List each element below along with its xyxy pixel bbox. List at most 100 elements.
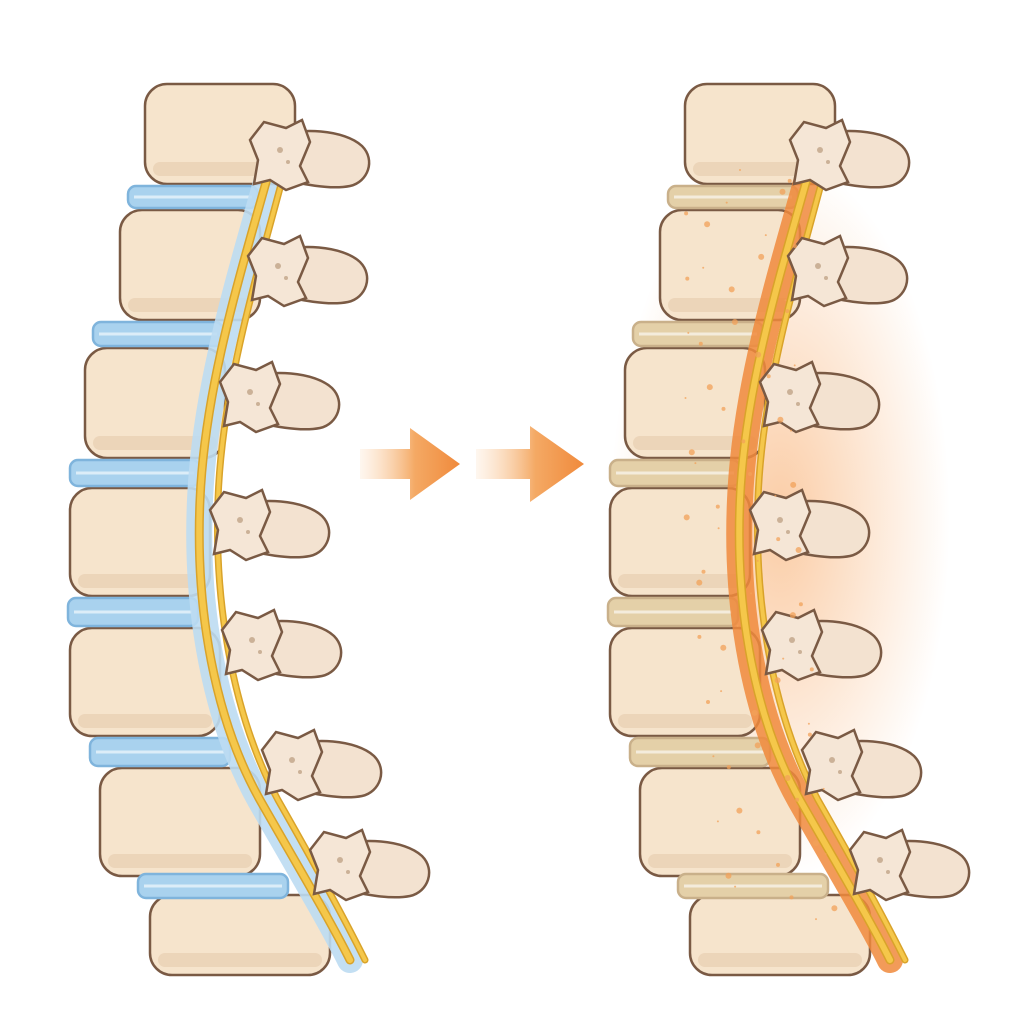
inflammation-speckle — [726, 765, 731, 770]
inflammation-speckle — [717, 527, 720, 530]
inflammation-speckle — [790, 481, 797, 488]
bone-pore — [886, 870, 890, 874]
facet-joint — [748, 488, 812, 562]
vertebra-shadow — [153, 162, 287, 176]
inflammation-speckle — [822, 787, 825, 790]
inflammation-speckle — [748, 472, 753, 476]
inflammation-speckle — [766, 374, 771, 379]
facet-joint — [758, 360, 822, 434]
inflammation-speckle — [774, 494, 777, 497]
bone-pore — [838, 770, 842, 774]
inflammation-speckle — [731, 319, 738, 325]
facet-joint — [260, 728, 324, 802]
vertebra-shadow — [108, 854, 252, 868]
inflammation-speckle — [795, 797, 800, 802]
inflammation-speckle — [701, 569, 706, 574]
vertebra-shadow — [78, 574, 202, 588]
inflammation-speckle — [831, 905, 838, 912]
spinous-process — [788, 118, 911, 192]
spinous-process — [260, 728, 383, 802]
inflamed-spine — [606, 82, 971, 977]
vertebra-shadow — [648, 854, 792, 868]
vertebra-shadow — [618, 574, 742, 588]
inflammation-speckle — [812, 840, 819, 847]
inflammation-speckle — [764, 234, 767, 237]
bone-pore — [796, 402, 800, 406]
spinous-process — [218, 360, 341, 434]
spinous-process — [848, 828, 971, 902]
bone-pore — [256, 402, 260, 406]
inflammation-speckle — [716, 820, 719, 823]
inflammation-speckle — [793, 364, 796, 367]
spinous-process — [786, 234, 909, 308]
bone-pore — [815, 263, 821, 269]
bone-pore — [275, 263, 281, 269]
bone-pore — [337, 857, 343, 863]
inflammation-speckle — [784, 299, 787, 302]
inflammation-speckle — [774, 677, 781, 684]
inflammation-speckle — [734, 885, 737, 888]
inflammation-speckle — [706, 700, 710, 704]
bone-pore — [787, 389, 793, 395]
bone-pore — [798, 650, 802, 654]
inflammation-speckle — [784, 775, 791, 781]
inflammation-speckle — [756, 559, 759, 562]
inflammation-speckle — [751, 709, 758, 716]
facet-joint — [218, 360, 282, 434]
inflammation-speckle — [789, 612, 796, 619]
inflammation-speckle — [694, 462, 697, 465]
bone-pore — [777, 517, 783, 523]
inflammation-speckle — [702, 266, 705, 269]
spinous-process — [800, 728, 923, 802]
inflammation-speckle — [736, 807, 743, 814]
spinous-process — [208, 488, 331, 562]
inflammation-speckle — [779, 188, 786, 195]
bone-pore — [258, 650, 262, 654]
inflammation-speckle — [789, 895, 794, 900]
vertebra-shadow — [633, 436, 757, 450]
bone-pore — [786, 530, 790, 534]
facet-joint — [800, 728, 864, 802]
facet-joint — [788, 118, 852, 192]
inflammation-speckle — [720, 644, 727, 651]
spinous-process — [308, 828, 431, 902]
inflammation-speckle — [758, 253, 765, 260]
inflammation-speckle — [721, 406, 726, 411]
vertebra-shadow — [93, 436, 217, 450]
bone-pore — [249, 637, 255, 643]
inflammation-speckle — [704, 221, 711, 228]
spinous-process — [760, 608, 883, 682]
spinous-process — [758, 360, 881, 434]
inflammation-speckle — [683, 514, 690, 521]
progression-arrows — [360, 426, 584, 502]
inflammation-speckle — [684, 397, 687, 399]
inflammation-speckle — [756, 830, 761, 835]
vertebra-shadow — [698, 953, 862, 967]
facet-joint — [308, 828, 372, 902]
bone-pore — [286, 160, 290, 164]
arrow-icon — [360, 428, 460, 500]
facet-joint — [248, 118, 312, 192]
inflammation-speckle — [715, 504, 720, 509]
vertebra-shadow — [78, 714, 212, 728]
bone-pore — [298, 770, 302, 774]
spinous-process — [246, 234, 369, 308]
bone-pore — [346, 870, 350, 874]
inflammation-speckle — [741, 439, 746, 444]
facet-joint — [208, 488, 272, 562]
bone-pore — [829, 757, 835, 763]
bone-pore — [247, 389, 253, 395]
inflammation-speckle — [725, 872, 732, 879]
bone-pore — [877, 857, 883, 863]
spinous-process — [248, 118, 371, 192]
bone-pore — [789, 637, 795, 643]
inflammation-speckle — [706, 384, 713, 391]
spinous-process — [748, 488, 871, 562]
inflammation-speckle — [795, 547, 802, 553]
bone-pore — [289, 757, 295, 763]
bone-pore — [237, 517, 243, 523]
inflammation-speckle — [776, 537, 781, 542]
inflammation-speckle — [688, 449, 695, 456]
inflammation-speckle — [712, 755, 715, 758]
